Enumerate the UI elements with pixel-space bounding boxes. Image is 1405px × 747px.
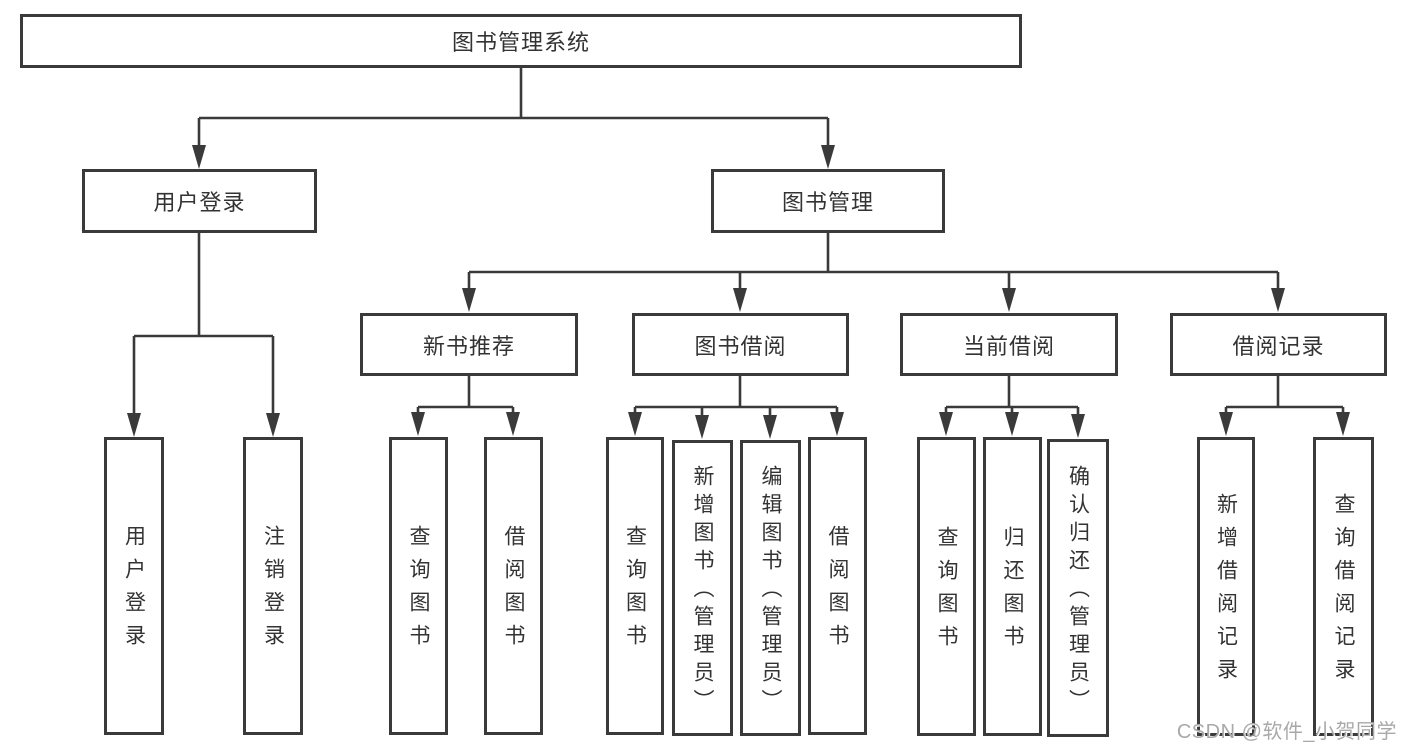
connector-records-split: [1224, 376, 1345, 418]
arrowhead: [763, 415, 777, 439]
node-book-management: 图书管理: [711, 169, 945, 233]
connector-new-book-split: [416, 376, 515, 418]
leaf-records-search-record-label: 查询借阅记录: [1332, 492, 1355, 691]
leaf-current-confirm-return-admin: 确认归还（管理员）: [1047, 439, 1109, 737]
node-user-login: 用户登录: [82, 169, 317, 233]
arrowhead: [1002, 288, 1016, 312]
node-current-borrowing: 当前借阅: [900, 313, 1118, 376]
arrowhead: [830, 412, 844, 436]
leaf-borrowing-search-books-label: 查询图书: [623, 525, 647, 657]
leaf-logout-label: 注销登录: [261, 525, 285, 657]
leaf-records-search-record: 查询借阅记录: [1313, 437, 1374, 736]
node-library-system: 图书管理系统: [20, 14, 1022, 68]
leaf-user-login: 用户登录: [104, 437, 164, 735]
leaf-logout: 注销登录: [243, 437, 303, 735]
leaf-current-confirm-return-admin-label: 确认归还（管理员）: [1066, 465, 1090, 717]
arrowhead: [462, 288, 476, 312]
leaf-recommend-borrow-books-label: 借阅图书: [502, 525, 525, 657]
connector-user-login-split: [132, 233, 275, 418]
leaf-recommend-borrow-books: 借阅图书: [484, 437, 543, 735]
node-new-book-recommend-label: 新书推荐: [422, 333, 515, 359]
leaf-recommend-search-books: 查询图书: [389, 437, 448, 735]
leaf-records-add-record-label: 新增借阅记录: [1214, 492, 1238, 691]
arrowhead: [411, 412, 425, 436]
node-book-borrowing-label: 图书借阅: [694, 333, 787, 359]
csdn-watermark: CSDN @软件_小贺同学: [1176, 721, 1397, 743]
node-current-borrowing-label: 当前借阅: [962, 333, 1055, 359]
leaf-current-return-books: 归还图书: [983, 437, 1042, 736]
leaf-borrowing-edit-books-admin: 编辑图书（管理员）: [740, 440, 801, 736]
connector-book-mgmt-split: [467, 233, 1280, 293]
node-borrowing-records-label: 借阅记录: [1232, 333, 1325, 359]
leaf-user-login-label: 用户登录: [122, 525, 146, 657]
leaf-borrowing-add-books-admin-label: 新增图书（管理员）: [691, 465, 714, 717]
node-new-book-recommend: 新书推荐: [360, 313, 578, 376]
leaf-borrowing-borrow-books: 借阅图书: [808, 437, 867, 735]
node-borrowing-records: 借阅记录: [1170, 313, 1387, 376]
leaf-recommend-search-books-label: 查询图书: [407, 525, 430, 657]
arrowhead: [733, 288, 747, 312]
arrowhead: [192, 145, 206, 169]
leaf-borrowing-edit-books-admin-label: 编辑图书（管理员）: [759, 465, 782, 717]
node-book-borrowing: 图书借阅: [632, 313, 849, 376]
leaf-borrowing-borrow-books-label: 借阅图书: [826, 525, 849, 657]
arrowhead: [127, 413, 141, 437]
connector-root-split: [197, 68, 830, 150]
node-book-management-label: 图书管理: [781, 190, 874, 215]
arrowhead: [695, 415, 709, 439]
leaf-current-search-books: 查询图书: [917, 437, 976, 736]
leaf-borrowing-add-books-admin: 新增图书（管理员）: [672, 440, 733, 736]
arrowhead: [1271, 288, 1285, 312]
leaf-current-return-books-label: 归还图书: [1001, 525, 1024, 658]
node-library-system-label: 图书管理系统: [451, 30, 590, 55]
arrowhead: [628, 412, 642, 436]
arrowhead: [821, 145, 835, 169]
arrowhead: [1219, 412, 1233, 436]
arrowhead: [939, 412, 953, 436]
arrowhead: [266, 413, 280, 437]
leaf-current-search-books-label: 查询图书: [935, 525, 958, 658]
arrowhead: [506, 412, 520, 436]
node-user-login-label: 用户登录: [153, 190, 246, 215]
leaf-records-add-record: 新增借阅记录: [1197, 437, 1255, 736]
arrowhead: [1071, 414, 1085, 438]
leaf-borrowing-search-books: 查询图书: [606, 437, 664, 735]
arrowhead: [1336, 412, 1350, 436]
connector-book-borrow-split: [633, 376, 839, 420]
arrowhead: [1005, 412, 1019, 436]
